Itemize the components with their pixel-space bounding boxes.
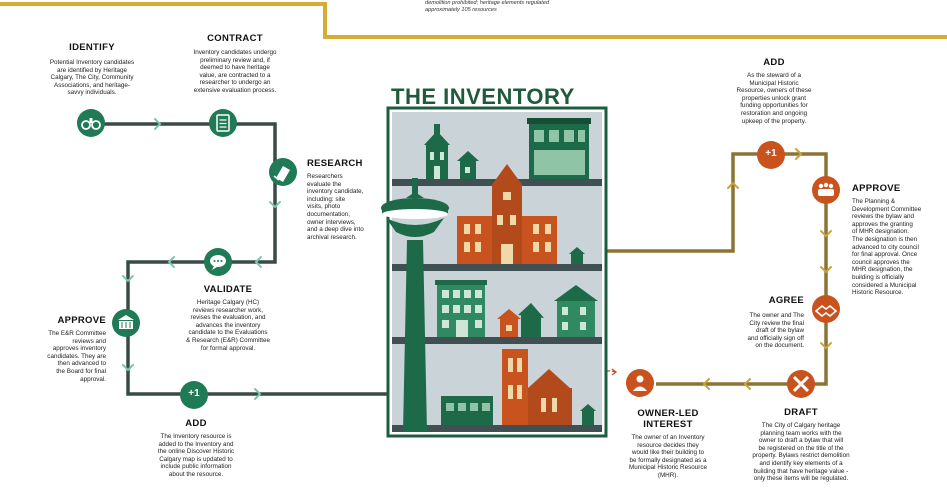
- step-owner-interest-title-2: INTEREST: [643, 419, 693, 430]
- step-approve-right-title: APPROVE: [852, 183, 901, 194]
- step-contract-title: CONTRACT: [207, 33, 263, 44]
- left-process-path: [90, 122, 392, 396]
- step-approve-left-text: The E&R Committee reviews and approves i…: [47, 330, 106, 383]
- step-validate: VALIDATE Heritage Calgary (HC) reviews r…: [160, 284, 296, 352]
- step-agree-title: AGREE: [768, 295, 804, 306]
- calgary-tower-illustration: [381, 178, 449, 432]
- church-building: [424, 124, 450, 179]
- left-path-arrows: [122, 118, 281, 400]
- person-icon: [626, 369, 654, 397]
- building-icon: [112, 309, 140, 337]
- step-add-right: ADD As the steward of a Municipal Histor…: [722, 57, 826, 125]
- top-note-line-2: approximately 105 resources: [425, 7, 497, 13]
- step-add-left: ADD The Inventory resource is added to t…: [140, 418, 252, 479]
- plus-one-badge-left: [180, 381, 208, 409]
- step-owner-interest-title-1: OWNER-LED: [637, 408, 699, 419]
- green-low-building: [441, 396, 493, 425]
- handshake-icon: [812, 295, 840, 323]
- victorian-house: [554, 285, 598, 337]
- step-add-right-title: ADD: [763, 57, 785, 68]
- page-title: THE INVENTORY: [391, 84, 575, 109]
- books-icon: [269, 158, 297, 186]
- step-draft-text: The City of Calgary heritage planning te…: [752, 422, 850, 483]
- green-cottage: [518, 303, 544, 337]
- step-draft-title: DRAFT: [784, 407, 818, 418]
- step-validate-title: VALIDATE: [203, 284, 253, 295]
- step-validate-text: Heritage Calgary (HC) reviews researcher…: [186, 299, 270, 352]
- top-note: demolition prohibited; heritage elements…: [425, 0, 685, 14]
- step-draft: DRAFT The City of Calgary heritage plann…: [738, 407, 864, 483]
- top-gold-border: [0, 2, 947, 39]
- tiny-house-bottom: [580, 404, 596, 425]
- step-approve-left: APPROVE The E&R Committee reviews and ap…: [20, 315, 106, 383]
- right-path-arrows: [702, 148, 832, 390]
- step-add-right-text: As the steward of a Municipal Historic R…: [736, 72, 812, 125]
- speech-bubble-icon: [204, 248, 232, 276]
- step-owner-interest: OWNER-LED INTEREST The owner of an Inven…: [614, 408, 722, 480]
- step-add-left-text: The Inventory resource is added to the I…: [157, 433, 235, 478]
- step-agree-text: The owner and The City review the final …: [747, 312, 804, 350]
- step-research-text: Researchers evaluate the inventory candi…: [307, 173, 364, 241]
- step-add-left-title: ADD: [185, 418, 207, 429]
- step-approve-right-text: The Planning & Development Committee rev…: [852, 198, 922, 297]
- binoculars-icon: [77, 109, 105, 137]
- inventory-illustration: [381, 106, 608, 438]
- top-note-line-1: demolition prohibited; heritage elements…: [425, 0, 550, 6]
- green-apartment: [435, 280, 487, 337]
- step-owner-interest-text: The owner of an Inventory resource decid…: [628, 434, 708, 479]
- people-icon: [812, 176, 840, 204]
- small-house: [457, 151, 479, 179]
- plus-one-badge-right-label: +1: [765, 148, 777, 159]
- step-identify-text: Potential Inventory candidates are ident…: [49, 59, 135, 97]
- step-identify-title: IDENTIFY: [69, 42, 115, 53]
- step-research: RESEARCH Researchers evaluate the invent…: [307, 158, 387, 241]
- step-identify: IDENTIFY Potential Inventory candidates …: [40, 42, 144, 97]
- step-agree: AGREE The owner and The City review the …: [720, 295, 804, 350]
- plus-one-badge-right: [757, 141, 785, 169]
- tiny-house-right: [569, 247, 585, 264]
- green-storefront: [527, 118, 591, 179]
- clipboard-icon: [209, 109, 237, 137]
- step-approve-left-title: APPROVE: [57, 315, 106, 326]
- step-contract-text: Inventory candidates undergo preliminary…: [193, 49, 277, 94]
- pencil-ruler-icon: [787, 370, 815, 398]
- step-approve-right: APPROVE The Planning & Development Commi…: [852, 183, 944, 297]
- orange-cottage: [497, 309, 521, 337]
- orange-cathedral: [502, 349, 572, 425]
- step-research-title: RESEARCH: [307, 158, 363, 169]
- step-contract: CONTRACT Inventory candidates undergo pr…: [178, 33, 292, 95]
- orange-city-hall: [457, 164, 557, 264]
- plus-one-badge-left-label: +1: [188, 388, 200, 399]
